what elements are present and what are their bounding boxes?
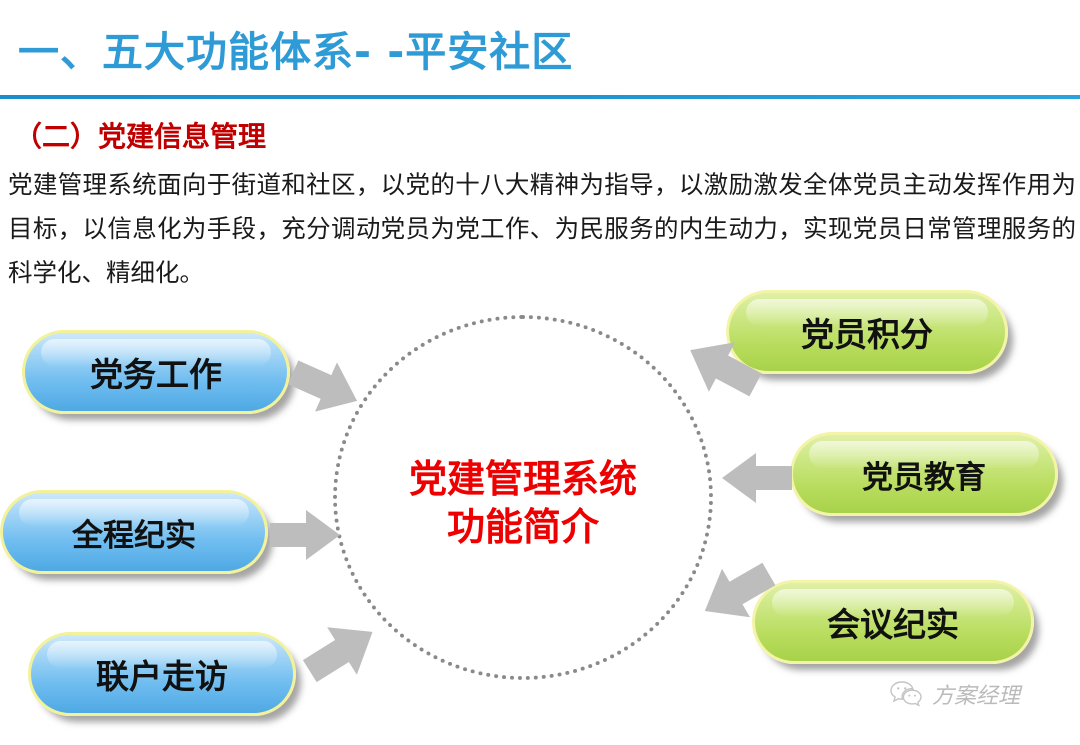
center-label-line2: 功能简介 xyxy=(446,504,599,549)
node-dangyuan-jiaoyu[interactable]: 党员教育 xyxy=(790,432,1058,516)
node-label: 党员积分 xyxy=(801,315,933,354)
body-paragraph: 党建管理系统面向于街道和社区，以党的十八大精神为指导，以激励激发全体党员主动发挥… xyxy=(8,170,1076,287)
node-huiyi-jishi[interactable]: 会议纪实 xyxy=(752,580,1034,664)
node-lianhu-zoufang[interactable]: 联户走访 xyxy=(28,632,296,716)
node-dangwu-gongzuo[interactable]: 党务工作 xyxy=(22,330,290,414)
arrow-jiaoyu-to-center-icon xyxy=(722,453,792,503)
arrow-jifen-to-center-icon xyxy=(690,342,762,397)
node-label: 联户走访 xyxy=(96,657,228,696)
arrow-lianhu-to-center-icon xyxy=(302,627,373,683)
node-quancheng-jishi[interactable]: 全程纪实 xyxy=(0,490,268,574)
section-subtitle: （二）党建信息管理 xyxy=(14,120,267,153)
node-label: 全程纪实 xyxy=(72,517,196,554)
wechat-icon xyxy=(890,681,922,707)
watermark-text: 方案经理 xyxy=(932,684,1021,709)
node-label: 党务工作 xyxy=(90,355,222,394)
arrow-dangwu-to-center-icon xyxy=(287,360,358,412)
title-divider xyxy=(0,95,1080,99)
node-label: 会议纪实 xyxy=(827,605,959,644)
node-label: 党员教育 xyxy=(862,459,986,496)
center-dotted-circle xyxy=(333,315,713,680)
arrow-quancheng-to-center-icon xyxy=(270,510,340,560)
center-label-line1: 党建管理系统 xyxy=(408,456,637,501)
page-title: 一、五大功能体系- -平安社区 xyxy=(18,28,574,76)
node-dangyuan-jifen[interactable]: 党员积分 xyxy=(726,290,1008,374)
center-label: 党建管理系统 功能简介 xyxy=(333,455,713,551)
arrow-huiyi-to-center-icon xyxy=(704,562,776,618)
watermark: 方案经理 xyxy=(890,678,1020,710)
